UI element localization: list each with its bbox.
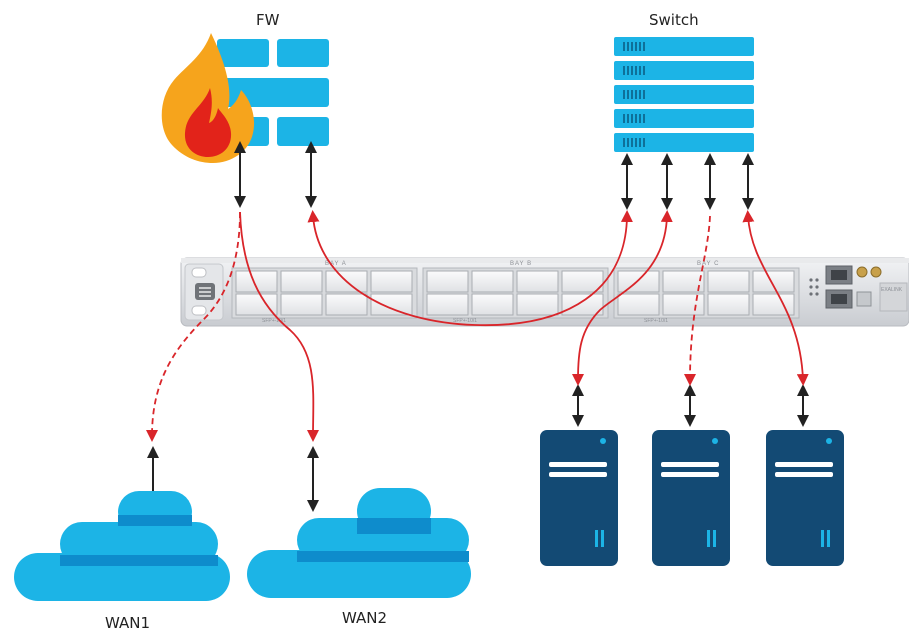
switch-label: Switch bbox=[649, 11, 699, 29]
bay-b-label: BAY B bbox=[510, 261, 532, 267]
server-icon bbox=[652, 430, 730, 566]
server-icon bbox=[766, 430, 844, 566]
link-switch-server3 bbox=[742, 210, 809, 386]
bay-a-ports: SFP+-10/1 bbox=[231, 267, 418, 324]
bay-b-port-label: SFP+-10/1 bbox=[453, 318, 477, 324]
exalink-appliance: BAY A BAY B BAY C SFP+-10/1 SFP+-10/1 S bbox=[180, 257, 909, 327]
routed-links bbox=[146, 210, 809, 442]
cloud-icon bbox=[14, 491, 230, 601]
management-port-icons bbox=[825, 265, 908, 312]
server-icon bbox=[540, 430, 618, 566]
wan1-label: WAN1 bbox=[105, 614, 151, 632]
bay-c-label: BAY C bbox=[697, 261, 719, 267]
link-switch-server1 bbox=[572, 210, 673, 386]
bay-b-ports: SFP+-10/1 bbox=[422, 267, 609, 324]
bay-a-port-label: SFP+-10/1 bbox=[262, 318, 286, 324]
switch-stack-icon bbox=[614, 37, 754, 152]
link-fw-wan1 bbox=[146, 211, 241, 442]
wan2-label: WAN2 bbox=[342, 609, 388, 627]
appliance-logo-icon bbox=[195, 283, 215, 300]
link-fw-wan2 bbox=[239, 211, 320, 442]
bay-a-label: BAY A bbox=[325, 261, 347, 267]
brand-label: EXALINK bbox=[881, 287, 903, 293]
link-switch-server2 bbox=[684, 215, 711, 386]
firewall-icon bbox=[161, 33, 329, 163]
bay-c-port-label: SFP+-10/1 bbox=[644, 318, 668, 324]
status-led-icons bbox=[809, 278, 819, 296]
device-links bbox=[147, 141, 809, 518]
cloud-icon bbox=[247, 488, 471, 598]
firewall-label: FW bbox=[256, 11, 280, 29]
